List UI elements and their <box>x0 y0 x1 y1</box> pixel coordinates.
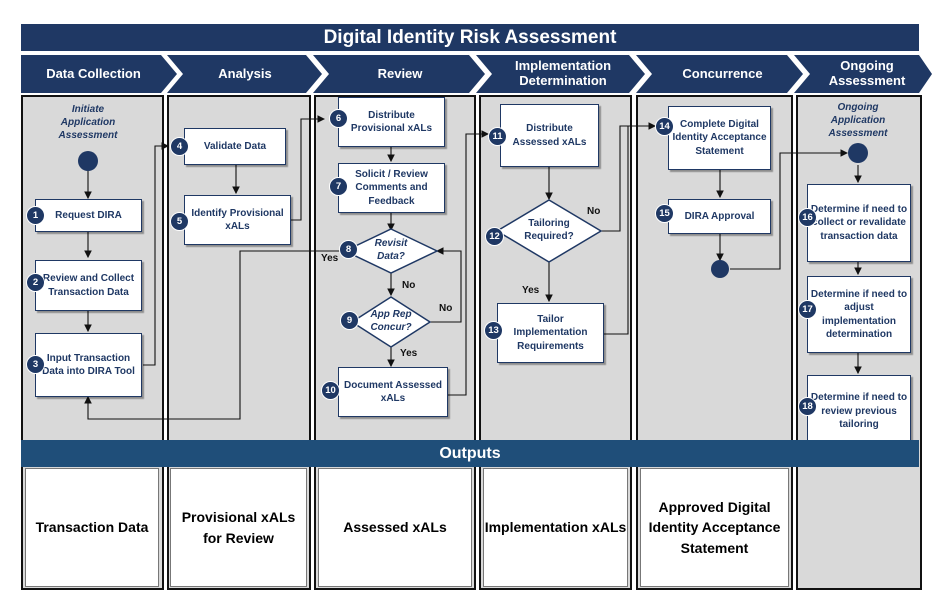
phase-concurrence: Concurrence <box>682 65 763 81</box>
phase-analysis: Analysis <box>218 65 272 81</box>
step-input-transaction-data: Input Transaction Data into DIRA Tool <box>35 333 142 397</box>
step-number-badge: 15 <box>655 204 674 223</box>
step-number-badge: 13 <box>484 321 503 340</box>
no-label-concur: No <box>439 303 453 314</box>
phase-ongoing-assessment: Ongoing Assessment <box>828 58 906 88</box>
step-tailor-implementation-requirements: Tailor Implementation Requirements <box>497 303 604 363</box>
step-number-badge: 12 <box>485 227 504 246</box>
output-transaction-data: Transaction Data <box>25 468 159 587</box>
yes-label-concur: Yes <box>400 348 418 359</box>
chevron-data-collection <box>21 55 177 93</box>
output-approved-acceptance-statement: Approved Digital Identity Acceptance Sta… <box>640 468 789 587</box>
initiate-application-assessment-label: Initiate Application Assessment <box>58 104 118 141</box>
step-number-badge: 1 <box>26 206 45 225</box>
diamond-revisit-data <box>343 228 439 274</box>
step-number-badge: 7 <box>329 177 348 196</box>
step-number-badge: 5 <box>170 212 189 231</box>
chevron-ongoing <box>794 55 932 93</box>
step-number-badge: 18 <box>798 397 817 416</box>
step-identify-provisional-xals: Identify Provisional xALs <box>184 195 291 245</box>
step-number-badge: 6 <box>329 109 348 128</box>
step-determine-adjust-implementation: Determine if need to adjust implementati… <box>807 276 911 353</box>
phase-data-collection: Data Collection <box>46 65 141 81</box>
output-provisional-xals: Provisional xALs for Review <box>170 468 307 587</box>
step-number-badge: 10 <box>321 381 340 400</box>
chevron-implementation <box>476 55 645 93</box>
step-review-collect-transaction-data: Review and Collect Transaction Data <box>35 260 142 311</box>
step-document-assessed-xals: Document Assessed xALs <box>338 367 448 417</box>
diamond-app-rep-concur <box>350 296 432 348</box>
step-distribute-assessed-xals: Distribute Assessed xALs <box>500 104 599 167</box>
step-number-badge: 14 <box>655 117 674 136</box>
ongoing-application-assessment-label: Ongoing Application Assessment <box>828 102 888 139</box>
chevron-review <box>313 55 485 93</box>
step-determine-review-tailoring: Determine if need to review previous tai… <box>807 375 911 448</box>
start-circle-ongoing <box>848 143 868 163</box>
decision-app-rep-concur-label: App Rep Concur? <box>370 309 412 333</box>
step-dira-approval: DIRA Approval <box>668 199 771 234</box>
decision-tailoring-required-label: Tailoring Required? <box>524 218 574 242</box>
step-number-badge: 8 <box>339 240 358 259</box>
page-title: Digital Identity Risk Assessment <box>21 24 919 51</box>
step-complete-identity-acceptance-statement: Complete Digital Identity Acceptance Sta… <box>668 106 771 170</box>
step-number-badge: 9 <box>340 311 359 330</box>
step-distribute-provisional-xals: Distribute Provisional xALs <box>338 97 445 147</box>
step-number-badge: 11 <box>488 127 507 146</box>
step-request-dira: Request DIRA <box>35 199 142 232</box>
chevron-analysis <box>167 55 322 93</box>
outputs-header: Outputs <box>21 440 919 467</box>
no-label-revisit: No <box>402 280 416 291</box>
step-number-badge: 16 <box>798 208 817 227</box>
step-number-badge: 17 <box>798 300 817 319</box>
no-label-tailoring: No <box>587 206 601 217</box>
phase-review: Review <box>377 65 423 81</box>
yes-label-revisit: Yes <box>321 253 339 264</box>
step-determine-collect-revalidate: Determine if need to collect or revalida… <box>807 184 911 262</box>
output-implementation-xals: Implementation xALs <box>483 468 628 587</box>
output-assessed-xals: Assessed xALs <box>318 468 472 587</box>
phase-implementation-determination: Implementation Determination <box>514 58 612 88</box>
step-number-badge: 2 <box>26 273 45 292</box>
diamond-tailoring-required <box>495 199 603 263</box>
yes-label-tailoring: Yes <box>522 285 540 296</box>
step-number-badge: 3 <box>26 355 45 374</box>
chevron-concurrence <box>636 55 803 93</box>
end-circle-concurrence <box>711 260 729 278</box>
decision-revisit-data-label: Revisit Data? <box>374 238 408 262</box>
step-solicit-review-comments: Solicit / Review Comments and Feedback <box>338 163 445 213</box>
start-circle-initiate <box>78 151 98 171</box>
step-validate-data: Validate Data <box>184 128 286 165</box>
step-number-badge: 4 <box>170 137 189 156</box>
